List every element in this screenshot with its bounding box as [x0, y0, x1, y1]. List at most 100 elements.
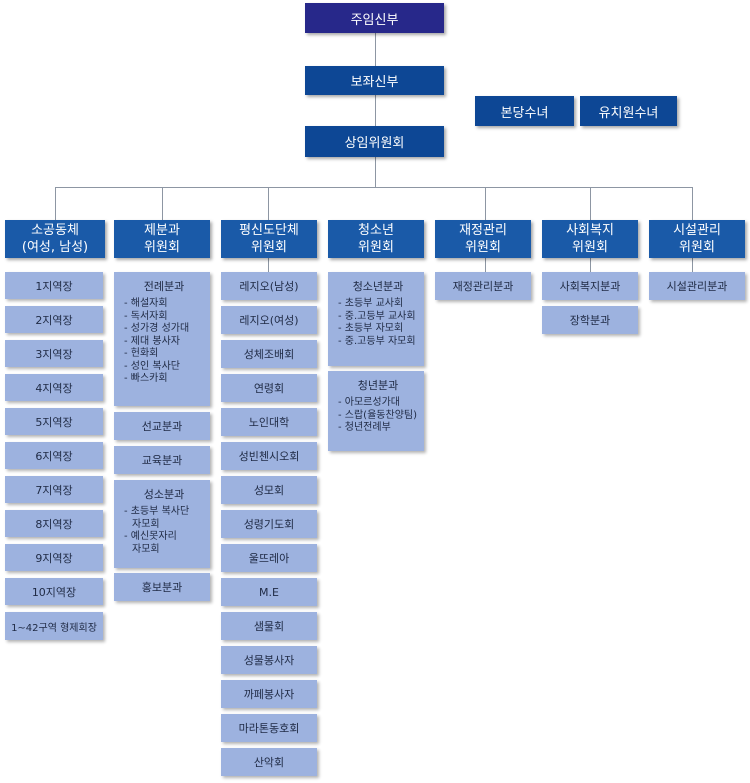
committee-head: 소공동체(여성, 남성) [5, 220, 105, 258]
kindergarten-nun-label: 유치원수녀 [598, 105, 659, 121]
convent-nun-label: 본당수녀 [500, 105, 549, 121]
committee-subtitle: 위원회 [465, 240, 501, 255]
scholarship-subcommittee-box: 장학분과 [542, 306, 638, 334]
lay-group-label: 성빈첸시오회 [238, 450, 300, 463]
kindergarten-nun-box: 유치원수녀 [580, 96, 677, 126]
youth-subcommittee-box: 청소년분과 - 초등부 교사회 - 중.고등부 교사회 - 초등부 자모회 - … [328, 272, 424, 366]
committee-name: 청소년 [358, 223, 394, 238]
convent-nun-box: 본당수녀 [475, 96, 574, 126]
region-leader-label: 7지역장 [35, 483, 73, 497]
liturgy-member-group: - 빠스카회 [124, 373, 168, 384]
liturgy-member-group: - 해설자회 [124, 298, 168, 309]
district-brotherhood-box: 1~42구역 형제회장 [5, 612, 103, 640]
youth-member-group: - 중.고등부 자모회 [338, 335, 416, 347]
region-leader-box: 10지역장 [5, 578, 103, 605]
lay-group-label: 마라톤동호회 [238, 722, 300, 735]
region-leader-label: 9지역장 [35, 551, 73, 565]
lay-group-box: 성체조배회 [221, 340, 317, 368]
connector-line [692, 187, 693, 220]
publicity-subcommittee-box: 홍보분과 [114, 573, 210, 601]
pastor-box: 주임신부 [305, 3, 444, 33]
lay-group-box: 레지오(여성) [221, 306, 317, 334]
lay-group-label: M.E [259, 585, 279, 599]
committee-name: 제분과 [144, 223, 180, 238]
committee-name: 사회복지 [566, 223, 614, 238]
connector-line [375, 157, 376, 188]
vocation-member-group: 자모회 [132, 543, 160, 555]
committee-name: 평신도단체 [239, 223, 299, 238]
welfare-subcommittee-box: 사회복지분과 [542, 272, 638, 300]
facility-subcommittee-box: 시설관리분과 [649, 272, 745, 300]
connector-line [590, 258, 591, 272]
committee-subtitle: 위원회 [679, 240, 715, 255]
lay-group-label: 레지오(남성) [239, 280, 299, 293]
lay-group-label: 샘물회 [253, 620, 285, 633]
committee-name: 소공동체 [31, 223, 79, 238]
young-adult-member-group: - 아모르성가대 [338, 397, 400, 408]
connector-line [485, 187, 486, 220]
lay-group-box: 레지오(남성) [221, 272, 317, 300]
liturgy-member-group: - 성인 복사단 [124, 360, 180, 372]
connector-line [692, 258, 693, 272]
assistant-pastor-label: 보좌신부 [350, 75, 399, 90]
liturgy-member-group: - 헌화회 [124, 348, 159, 359]
standing-committee-label: 상임위원회 [344, 136, 405, 151]
lay-group-box: 노인대학 [221, 408, 317, 436]
lay-group-label: 성령기도회 [243, 518, 295, 531]
liturgy-subcommittee-title: 전례분과 [143, 280, 185, 293]
youth-member-group: - 초등부 교사회 [338, 298, 404, 309]
mission-subcommittee-label: 선교분과 [141, 420, 183, 433]
lay-group-box: 성물봉사자 [221, 646, 317, 674]
region-leader-label: 1지역장 [35, 279, 73, 293]
lay-group-box: 성빈첸시오회 [221, 442, 317, 470]
vocation-member-group: 자모회 [132, 518, 160, 530]
young-adult-subcommittee-title: 청년분과 [357, 379, 399, 392]
connector-line [268, 258, 269, 272]
connector-line [485, 258, 486, 272]
district-brotherhood-label: 1~42구역 형제회장 [11, 622, 97, 634]
finance-subcommittee-label: 재정관리분과 [452, 280, 514, 293]
committee-name: 시설관리 [673, 223, 721, 238]
standing-committee-box: 상임위원회 [305, 126, 444, 157]
committee-name: 재정관리 [459, 223, 507, 238]
region-leader-box: 3지역장 [5, 340, 103, 367]
publicity-subcommittee-label: 홍보분과 [141, 581, 183, 594]
vocation-subcommittee-title: 성소분과 [143, 488, 185, 501]
region-leader-label: 3지역장 [35, 347, 73, 361]
mission-subcommittee-box: 선교분과 [114, 412, 210, 440]
welfare-subcommittee-label: 사회복지분과 [559, 280, 621, 293]
connector-line [268, 187, 269, 220]
lay-group-box: M.E [221, 578, 317, 606]
vocation-member-group: - 예신못자리 [124, 531, 177, 542]
youth-subcommittee-title: 청소년분과 [352, 280, 404, 293]
region-leader-box: 6지역장 [5, 442, 103, 469]
region-leader-label: 5지역장 [35, 415, 73, 429]
liturgy-member-group: - 성가경 성가대 [124, 323, 190, 334]
region-leader-label: 4지역장 [35, 381, 73, 395]
lay-group-label: 성물봉사자 [243, 654, 295, 667]
lay-group-label: 성모회 [253, 484, 285, 497]
facility-subcommittee-label: 시설관리분과 [666, 280, 728, 293]
lay-group-box: 연령회 [221, 374, 317, 402]
connector-line [55, 187, 56, 220]
connector-line [162, 187, 163, 220]
finance-subcommittee-box: 재정관리분과 [435, 272, 531, 300]
scholarship-subcommittee-label: 장학분과 [569, 314, 611, 327]
youth-member-group: - 중.고등부 교사회 [338, 310, 416, 322]
liturgy-subcommittee-box: 전례분과 - 해설자회 - 독서자회 - 성가경 성가대 - 제대 봉사자 - … [114, 272, 210, 406]
region-leader-box: 5지역장 [5, 408, 103, 435]
education-subcommittee-box: 교육분과 [114, 446, 210, 474]
region-leader-box: 8지역장 [5, 510, 103, 537]
region-leader-box: 1지역장 [5, 272, 103, 299]
education-subcommittee-label: 교육분과 [141, 454, 183, 467]
region-leader-box: 4지역장 [5, 374, 103, 401]
lay-group-box: 까페봉사자 [221, 680, 317, 708]
lay-group-label: 성체조배회 [243, 348, 295, 361]
assistant-pastor-box: 보좌신부 [305, 66, 444, 95]
lay-group-box: 마라톤동호회 [221, 714, 317, 742]
